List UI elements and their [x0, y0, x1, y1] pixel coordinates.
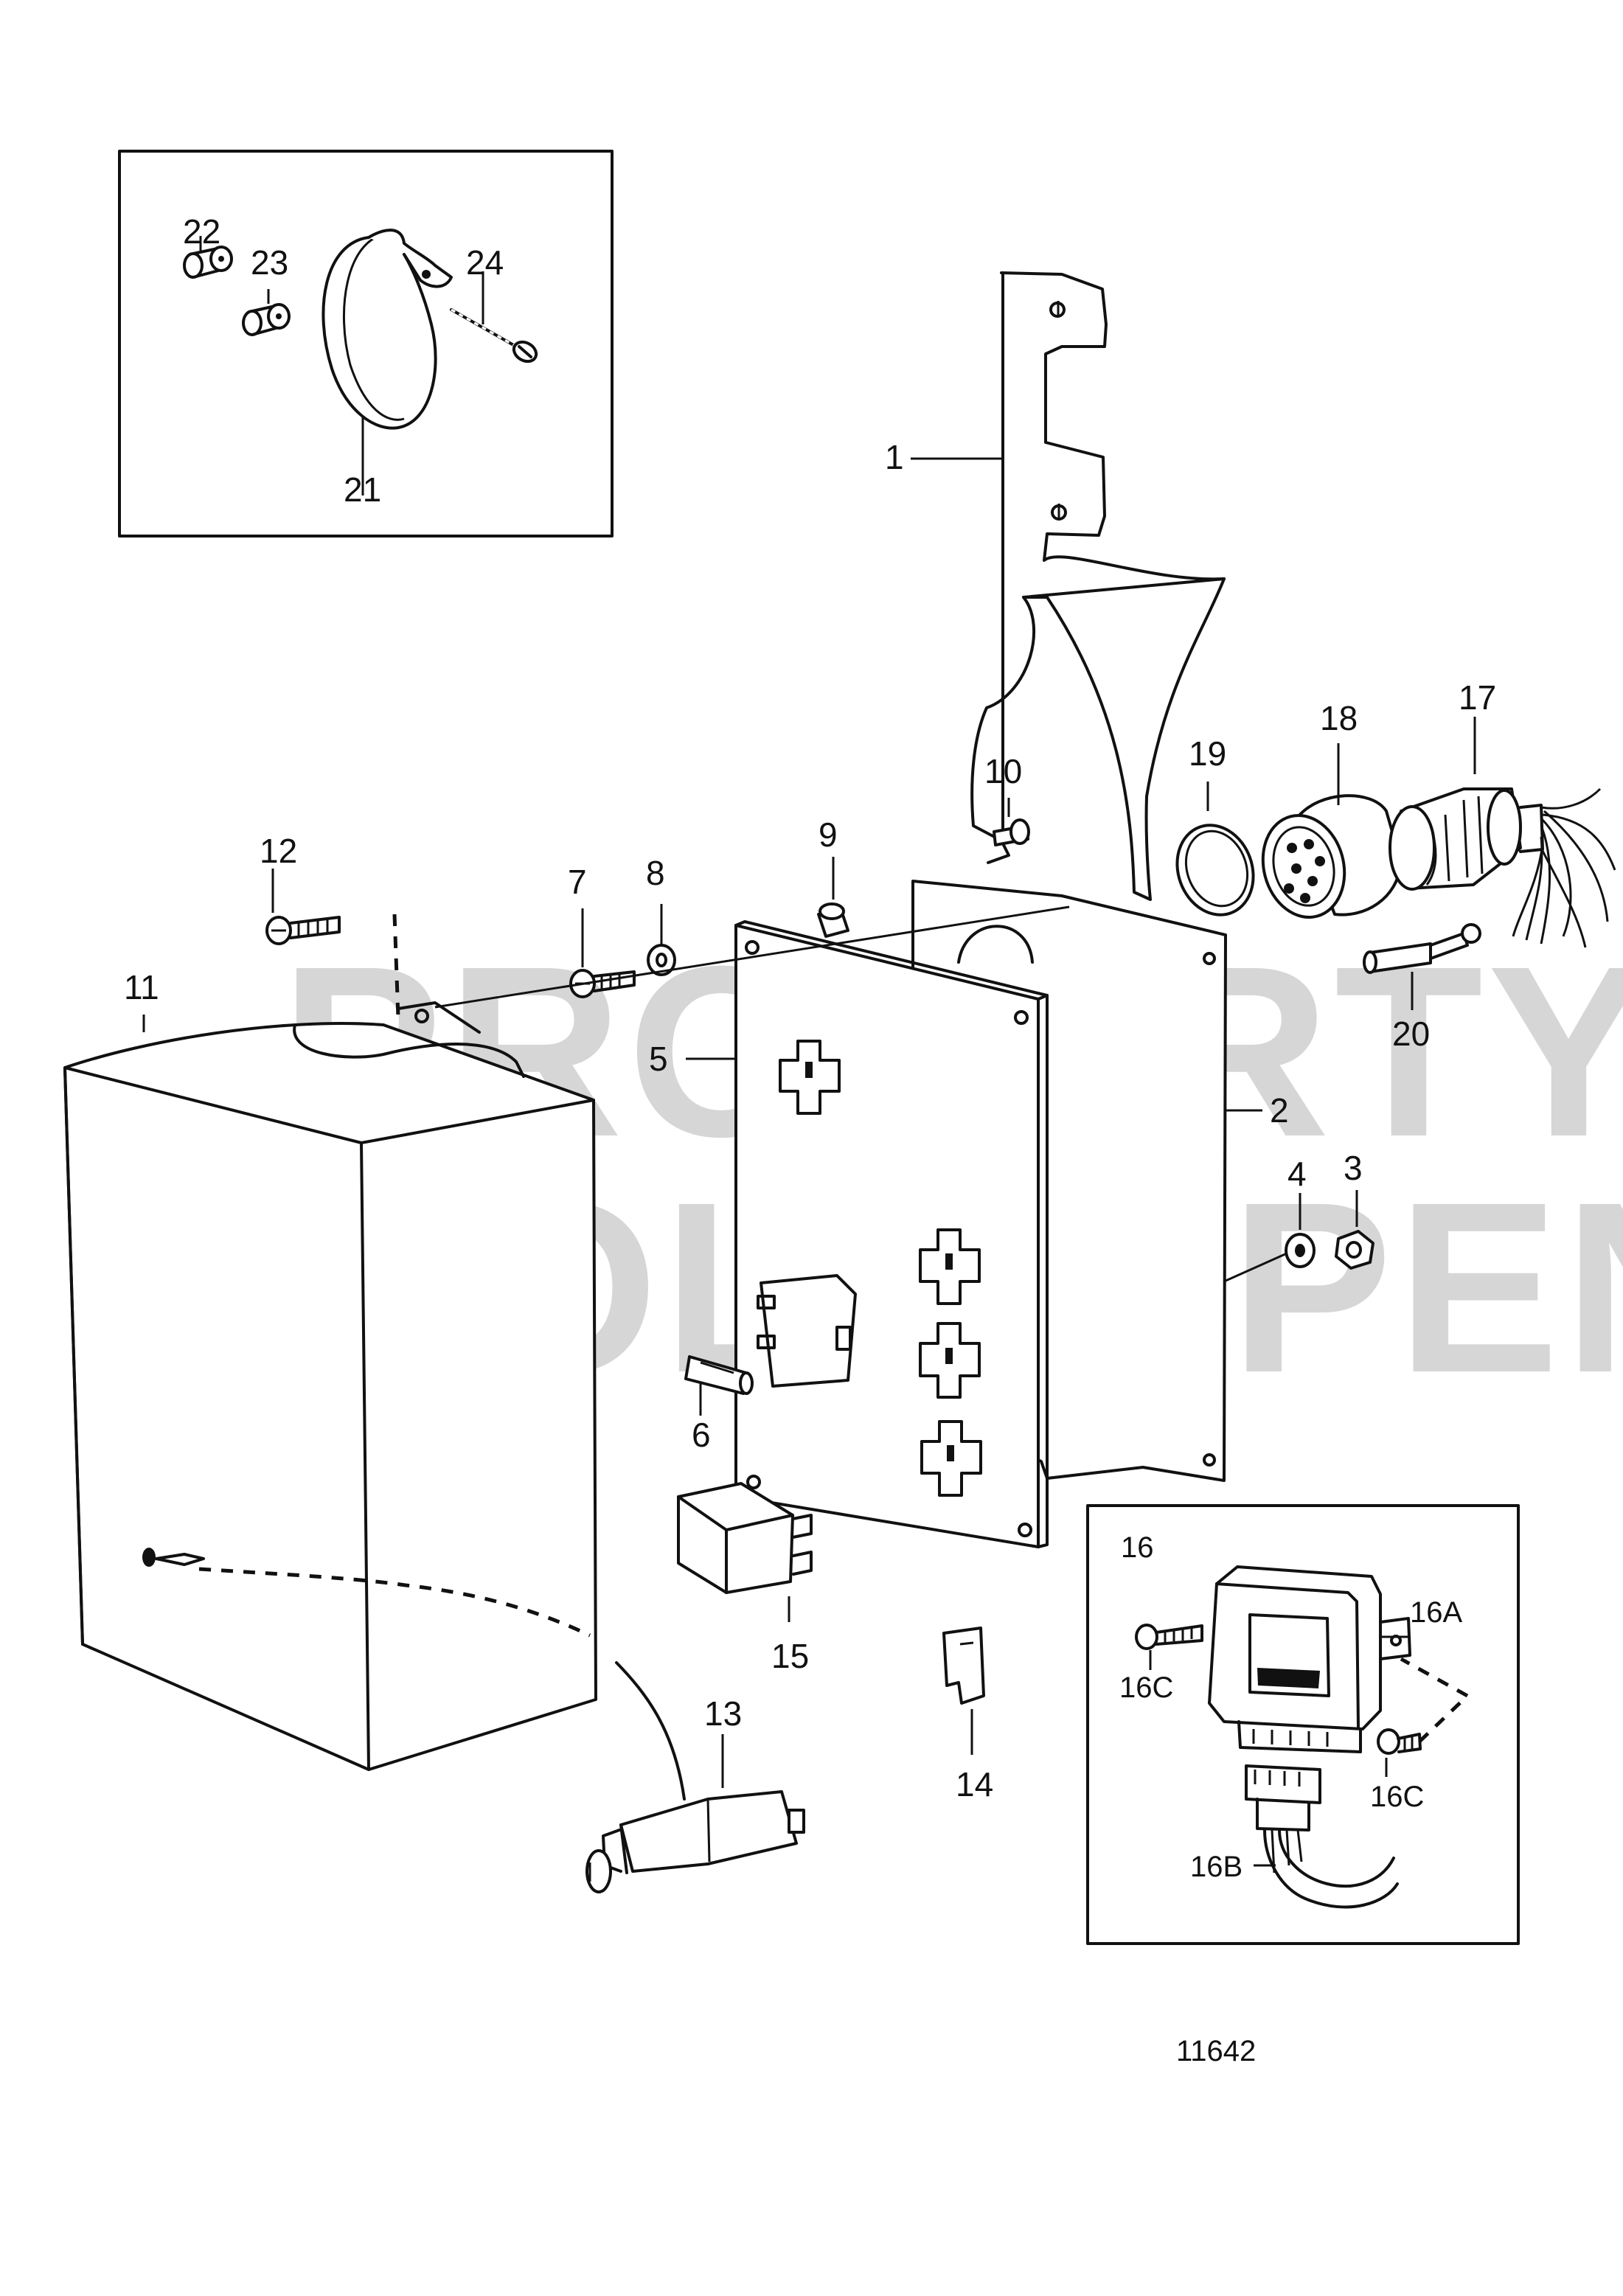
- part-7-screw: [569, 908, 636, 998]
- part-8-washer: [647, 904, 676, 976]
- part-4-washer: [1285, 1193, 1316, 1268]
- callout-17: 17: [1459, 678, 1496, 717]
- part-12-screw: [265, 869, 341, 945]
- part-22-nipple: [183, 246, 233, 279]
- inset-16b-label: 16B: [1190, 1851, 1243, 1883]
- callout-13: 13: [704, 1694, 742, 1733]
- callout-1: 1: [885, 438, 904, 476]
- part-6-fuse: [684, 1355, 754, 1416]
- guide-line-12: [392, 914, 400, 1018]
- part-21-clamp: [322, 229, 453, 430]
- callout-21: 21: [344, 470, 381, 509]
- callout-4: 4: [1287, 1155, 1307, 1193]
- part-19-oring: [1175, 782, 1255, 916]
- part-3-nut: [1335, 1190, 1374, 1270]
- part-9-spacer: [817, 857, 849, 938]
- callout-24: 24: [466, 243, 504, 282]
- part-18-connector: [1261, 743, 1403, 919]
- part-16a-control-unit: [1208, 1565, 1411, 1753]
- callout-15: 15: [771, 1637, 809, 1675]
- part-1-bracket: [911, 271, 1226, 901]
- callout-10: 10: [984, 752, 1022, 790]
- part-16c-screw-left: [1135, 1624, 1203, 1670]
- callout-14: 14: [956, 1765, 993, 1803]
- relay-socket: [919, 1228, 981, 1305]
- inset-frame: [118, 150, 614, 538]
- figure-number: 11642: [1176, 2035, 1256, 2067]
- part-14-clip: [942, 1627, 985, 1755]
- relay-socket: [919, 1322, 981, 1399]
- inset-16-frame: [1086, 1504, 1520, 1945]
- callout-18: 18: [1320, 699, 1358, 737]
- flasher-socket: [757, 1274, 857, 1388]
- part-24-screw: [450, 308, 538, 363]
- relay-socket: [779, 1040, 841, 1115]
- callout-3: 3: [1344, 1149, 1363, 1187]
- part-20-fuse: [1363, 923, 1481, 1010]
- part-17-plug: [1389, 717, 1616, 948]
- inset-16-title: 16: [1121, 1531, 1154, 1564]
- callout-20: 20: [1392, 1015, 1430, 1053]
- callout-23: 23: [251, 243, 288, 282]
- part-15-relay: [677, 1482, 813, 1622]
- inset-hose-clamp: 22 23 24 21: [118, 150, 614, 538]
- guide-line-3-4: [1223, 1252, 1287, 1283]
- callout-19: 19: [1189, 734, 1226, 773]
- inset-16c-label-right: 16C: [1370, 1781, 1424, 1813]
- callout-8: 8: [646, 854, 665, 892]
- part-16b-plug: [1245, 1764, 1399, 1909]
- part-10-screw: [993, 798, 1030, 846]
- callout-2: 2: [1270, 1091, 1289, 1130]
- callout-7: 7: [568, 863, 587, 901]
- callout-6: 6: [692, 1416, 711, 1454]
- part-23-nipple: [242, 303, 291, 336]
- guide-line-7-8: [434, 905, 1070, 1009]
- inset-control-unit: 16 16A 16C: [1086, 1504, 1520, 1945]
- callout-12: 12: [260, 832, 297, 870]
- callout-9: 9: [819, 815, 838, 854]
- part-11-cover: [63, 1001, 686, 1801]
- inset-16a-label: 16A: [1410, 1596, 1462, 1629]
- part-16c-screw-right: [1377, 1657, 1469, 1777]
- callout-5: 5: [649, 1040, 668, 1078]
- callout-11: 11: [124, 968, 159, 1006]
- part-13-switch: [585, 1734, 805, 1893]
- callout-22: 22: [183, 212, 220, 251]
- inset-16c-label-left: 16C: [1119, 1671, 1173, 1704]
- part-5-plate: [686, 920, 1049, 1548]
- relay-socket: [920, 1420, 982, 1497]
